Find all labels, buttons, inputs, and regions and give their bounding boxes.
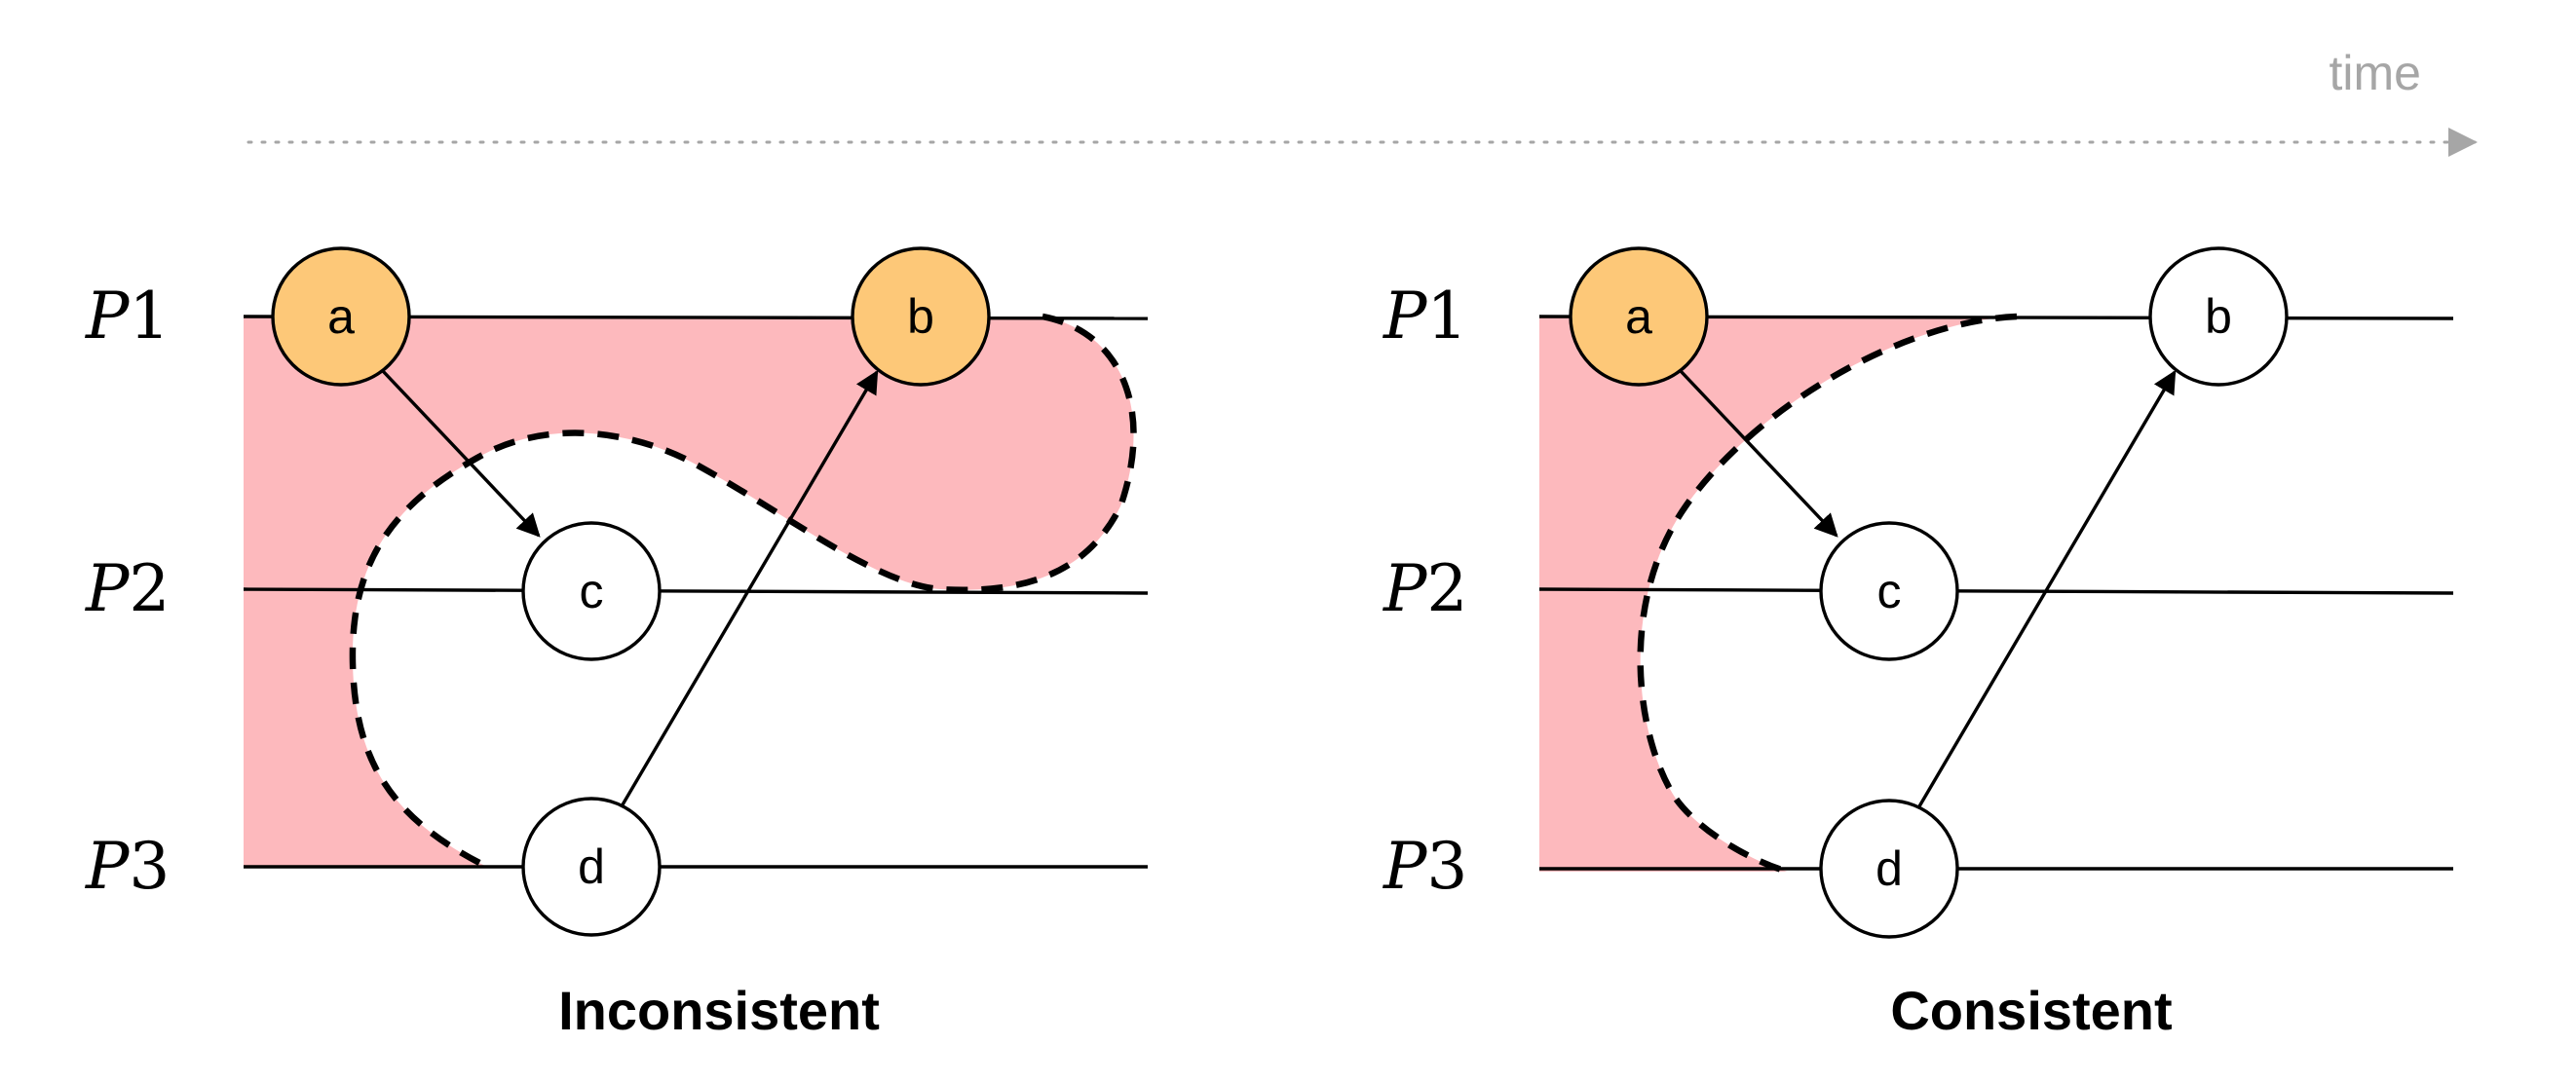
message-d-to-b	[1917, 369, 2177, 807]
panel-caption-inconsistent: Inconsistent	[558, 980, 880, 1041]
process-label-p2: P2	[85, 551, 170, 626]
process-label-p1: P1	[85, 279, 170, 354]
timeline-p2	[1538, 587, 2454, 595]
message-a-to-c	[1679, 369, 1838, 538]
event-d-node	[1819, 799, 1959, 939]
cut-boundary	[1637, 313, 2018, 876]
cut-boundary	[349, 313, 1137, 870]
message-d-to-b	[620, 369, 879, 807]
event-b: b	[851, 246, 991, 387]
panel-caption-consistent: Consistent	[1890, 980, 2172, 1041]
event-b-node	[851, 246, 991, 387]
event-a-label: a	[1625, 289, 1652, 344]
event-c-node	[521, 521, 662, 661]
event-b: b	[2148, 246, 2289, 387]
process-label-p3: P3	[1383, 829, 1467, 904]
event-a-node	[1569, 246, 1709, 387]
event-b-node	[2148, 246, 2289, 387]
event-c-node	[1819, 521, 1959, 661]
event-c-label: c	[580, 564, 604, 618]
event-a: a	[271, 246, 411, 387]
event-b-label: b	[907, 289, 934, 344]
cut-region	[1539, 317, 2017, 872]
event-d-label: d	[1875, 841, 1903, 896]
event-d: d	[1819, 799, 1959, 939]
panel-inconsistent: P1 P2 P3 a b c d Inconsistent	[85, 246, 1149, 1041]
time-axis: time	[246, 46, 2478, 157]
event-c-label: c	[1877, 564, 1902, 618]
event-c: c	[1819, 521, 1959, 661]
event-d: d	[521, 797, 662, 937]
cut-region	[244, 317, 1134, 867]
event-b-label: b	[2205, 289, 2232, 344]
event-d-label: d	[578, 839, 605, 894]
time-axis-label: time	[2330, 46, 2421, 100]
event-d-node	[521, 797, 662, 937]
event-c: c	[521, 521, 662, 661]
message-a-to-c	[381, 369, 541, 538]
event-a: a	[1569, 246, 1709, 387]
timeline-p2	[243, 587, 1149, 595]
event-a-node	[271, 246, 411, 387]
process-label-p2: P2	[1383, 551, 1467, 626]
panel-consistent: P1 P2 P3 a b c d Consistent	[1383, 246, 2454, 1041]
process-label-p1: P1	[1383, 279, 1467, 354]
process-label-p3: P3	[85, 829, 170, 904]
event-a-label: a	[327, 289, 355, 344]
